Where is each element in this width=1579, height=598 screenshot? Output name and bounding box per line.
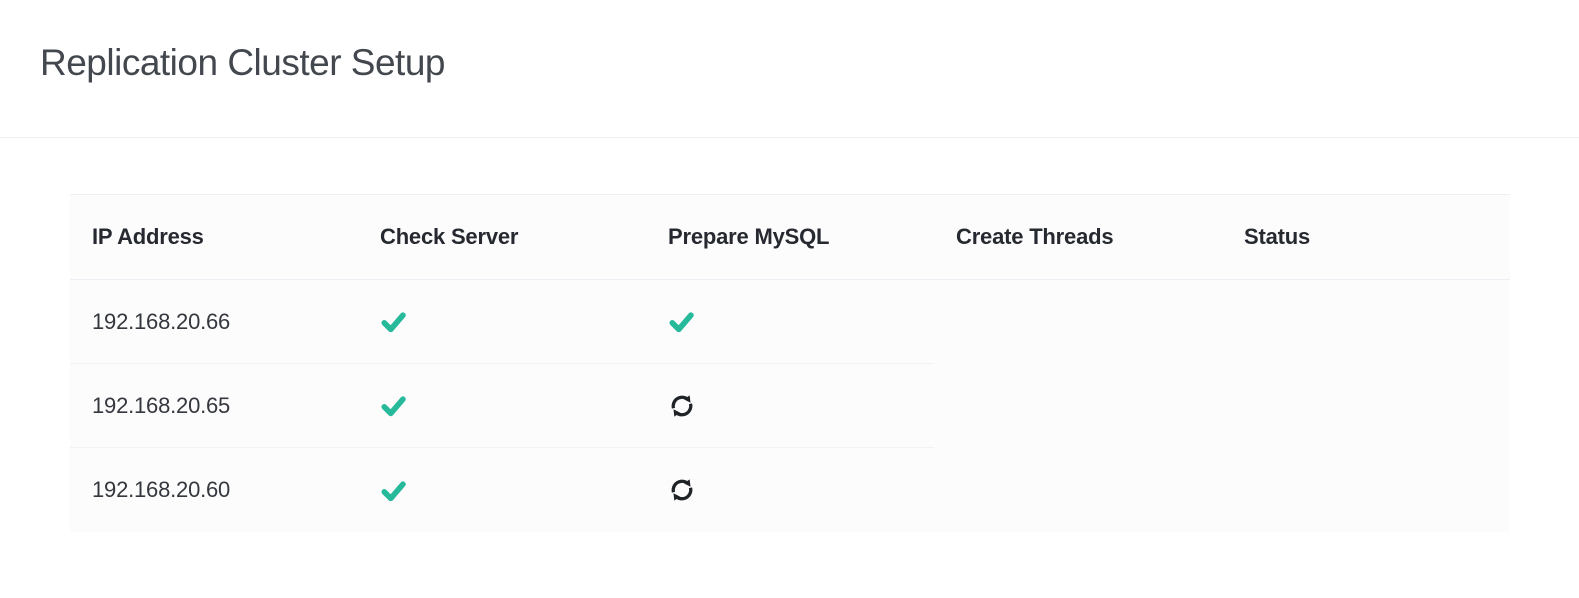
check-icon [380,392,407,419]
cell-prepare-mysql [646,364,934,448]
cell-prepare-mysql [646,448,934,532]
page-title: Replication Cluster Setup [40,42,446,83]
check-icon [380,477,407,504]
sync-icon [668,476,696,504]
table-row: 192.168.20.66 [70,280,1510,364]
column-header-ip-address: IP Address [92,224,204,249]
cell-create-threads [934,280,1222,364]
cell-create-threads [934,448,1222,532]
cell-status [1222,280,1510,364]
cell-prepare-mysql [646,280,934,364]
cell-check-server [358,280,646,364]
check-icon [380,308,407,335]
cell-status [1222,448,1510,532]
table-body: 192.168.20.66 192.168.20.65 192.168.20.6… [70,280,1510,532]
cell-check-server [358,364,646,448]
sync-icon [668,392,696,420]
ip-address: 192.168.20.60 [92,477,231,502]
page-header: Replication Cluster Setup [0,0,1579,138]
column-header-status: Status [1244,224,1311,249]
column-header-create-threads: Create Threads [956,224,1114,249]
table-row: 192.168.20.65 [70,364,1510,448]
table-row: 192.168.20.60 [70,448,1510,532]
column-header-prepare-mysql: Prepare MySQL [668,224,830,249]
table-header-row: IP Address Check Server Prepare MySQL Cr… [70,194,1510,280]
ip-address: 192.168.20.66 [92,308,231,334]
cell-ip: 192.168.20.65 [70,364,358,448]
cell-create-threads [934,364,1222,448]
cell-status [1222,364,1510,448]
content: IP Address Check Server Prepare MySQL Cr… [0,138,1579,532]
replication-setup-table: IP Address Check Server Prepare MySQL Cr… [70,194,1510,532]
column-header-check-server: Check Server [380,224,519,249]
cell-ip: 192.168.20.60 [70,448,358,532]
ip-address: 192.168.20.65 [92,392,231,418]
cell-ip: 192.168.20.66 [70,280,358,364]
cell-check-server [358,448,646,532]
check-icon [668,308,695,335]
